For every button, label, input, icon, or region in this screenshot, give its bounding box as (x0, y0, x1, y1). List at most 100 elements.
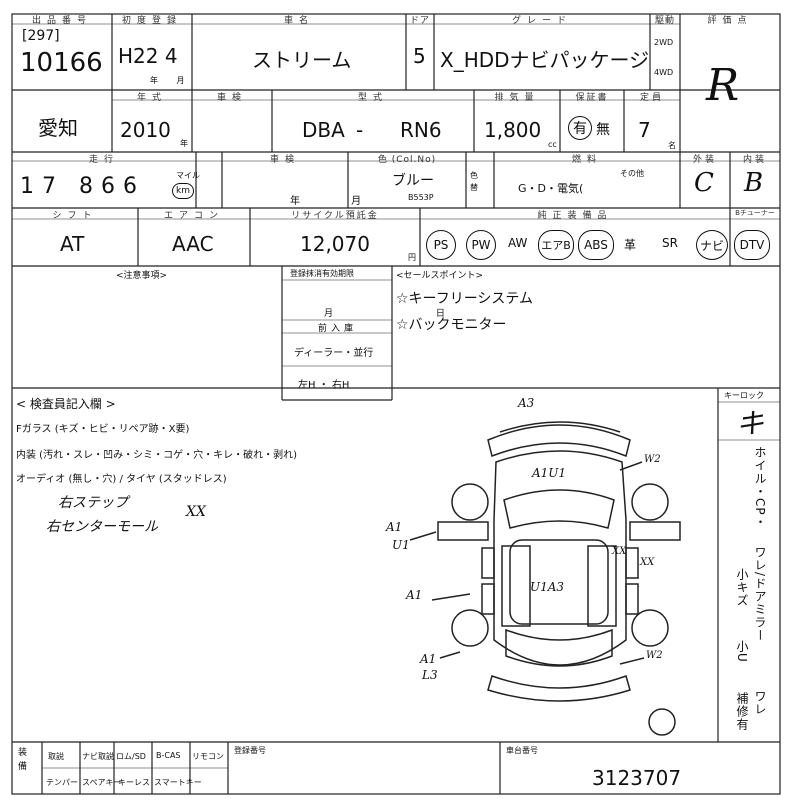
shift-label: シフト (52, 211, 98, 221)
grade-label: グレード (511, 16, 572, 26)
sales-point-1: ☆キーフリーシステム (396, 291, 534, 307)
seats-label: 定員 (639, 93, 664, 103)
mile-label: マイル (176, 171, 200, 180)
model-label: 型式 (357, 93, 388, 103)
displacement-unit: cc (548, 140, 557, 149)
plate-expiry-unit: 月 日 (324, 309, 495, 319)
interior-label: 内装 (742, 155, 767, 165)
interior-grade: B (744, 168, 764, 198)
km-unit: km (172, 183, 194, 199)
grade-value: X_HDDナビパッケージ (440, 48, 650, 72)
footer-temper: テンパー (46, 778, 78, 787)
footer-bcas: B-CAS (156, 751, 181, 760)
drive-2wd: 2WD (654, 38, 674, 47)
equipment-label: 純正装備品 (537, 211, 613, 221)
handnote-xx: XX (186, 504, 206, 520)
handnote-molding: 右センターモール (46, 519, 158, 535)
key-lock-label: キーロック (724, 391, 764, 400)
equip-sunroof: SR (662, 236, 678, 250)
mark-w2-bottom: W2 (646, 650, 663, 661)
mark-xx-right-b: XX (640, 557, 655, 568)
side-note-mirror: ワレ/ドアミラー (753, 546, 767, 643)
score-value: R (706, 60, 740, 111)
footer-equip-label: 装備 (18, 748, 28, 772)
color-change-label: 色替 (470, 171, 478, 192)
region: 愛知 (38, 116, 78, 140)
import-label: 前入庫 (318, 324, 358, 334)
car-name-label: 車名 (283, 16, 314, 26)
warranty-yes: 有 (568, 116, 592, 140)
recycle-unit: 円 (408, 253, 416, 262)
sales-points-label: <セールスポイント> (396, 271, 484, 281)
recycle-label: リサイクル預託金 (291, 211, 379, 221)
exterior-grade: C (694, 168, 714, 198)
tuner-label: Bチューナー (735, 209, 775, 217)
model-dash: - (356, 118, 364, 142)
year-label: 年式 (136, 93, 167, 103)
lot-sub-number: [297] (22, 28, 60, 44)
inspection-audio-tire: オーディオ (無し・穴) / タイヤ (スタッドレス) (16, 474, 227, 485)
car-name: ストリーム (252, 48, 352, 72)
sales-point-2: ☆バックモニター (396, 317, 507, 333)
side-note-wheel: ホイル・CP・ (753, 446, 767, 529)
seats-unit: 名 (668, 141, 676, 150)
equip-pw: PW (466, 230, 496, 260)
equip-navi: ナビ (696, 230, 728, 260)
shaken-value: 年 月 (290, 196, 386, 207)
side-note-crack: ワレ (753, 690, 767, 716)
equip-abs: ABS (578, 230, 614, 260)
color-code: B553P (408, 193, 434, 202)
drive-label: 駆動 (654, 16, 675, 26)
footer-spare-key: スペアキー (82, 778, 122, 787)
steering-side: 左H ・ 右H (298, 380, 350, 391)
side-note-scratch: 小キズ (735, 568, 749, 607)
fuel-label: 燃料 (571, 155, 602, 165)
aircon: AAC (172, 232, 214, 256)
equip-ps: PS (426, 230, 456, 260)
color-value: ブルー (392, 173, 434, 189)
model-year: 2010 (120, 118, 171, 142)
side-note-dent: 小U (735, 640, 749, 663)
shift: AT (60, 232, 85, 256)
footer-rom-sd: ロム/SD (116, 752, 146, 761)
exterior-label: 外装 (692, 155, 717, 165)
displacement-label: 排気量 (494, 93, 540, 103)
chassis-number: 3123707 (592, 766, 682, 790)
lot-label: 出品番号 (31, 16, 92, 26)
footer-navi-manual: ナビ取説 (82, 752, 114, 761)
lot-number: 10166 (20, 48, 103, 78)
drive-4wd: 4WD (654, 68, 674, 77)
equip-dtv: DTV (734, 230, 770, 260)
caution-label: <注意事項> (116, 271, 168, 281)
inspection-glass: Fガラス (キズ・ヒビ・リペア跡・X要) (16, 424, 190, 435)
reg-number-label: 登録番号 (234, 746, 266, 755)
footer-remote: リモコン (192, 752, 224, 761)
equip-airbag: エアB (538, 230, 574, 260)
recycle-fee: 12,070 (300, 232, 370, 256)
footer-manual: 取説 (48, 752, 64, 761)
displacement: 1,800 (484, 118, 542, 142)
mark-a1-rear: A1 (420, 652, 437, 666)
score-label: 評価点 (707, 16, 753, 26)
shaken-label: 車検 (269, 155, 300, 165)
dealer-import: ディーラー・並行 (294, 348, 374, 359)
inspection-interior: 内装 (汚れ・スレ・凹み・シミ・コゲ・穴・キレ・破れ・剥れ) (16, 450, 297, 461)
footer-smart-key: スマートキー (154, 778, 202, 787)
mileage-label: 走行 (88, 155, 119, 165)
equip-leather: 革 (624, 238, 637, 252)
reg-label: 初度登録 (121, 16, 182, 26)
mark-a1-mid: A1 (406, 588, 423, 602)
mark-u1-left: U1 (392, 538, 410, 552)
plate-expiry-label: 登録抹消有効期限 (290, 269, 354, 278)
mark-xx-right-a: XX (612, 546, 627, 557)
year-unit: 年 (180, 139, 188, 148)
warranty-no: 無 (596, 122, 610, 138)
registration-date: H22 4 (118, 44, 178, 68)
handnote-step: 右ステップ (58, 495, 128, 511)
model-code: RN6 (400, 118, 442, 142)
registration-unit: 年 月 (150, 76, 193, 85)
chassis-label: 車台番号 (506, 746, 538, 755)
